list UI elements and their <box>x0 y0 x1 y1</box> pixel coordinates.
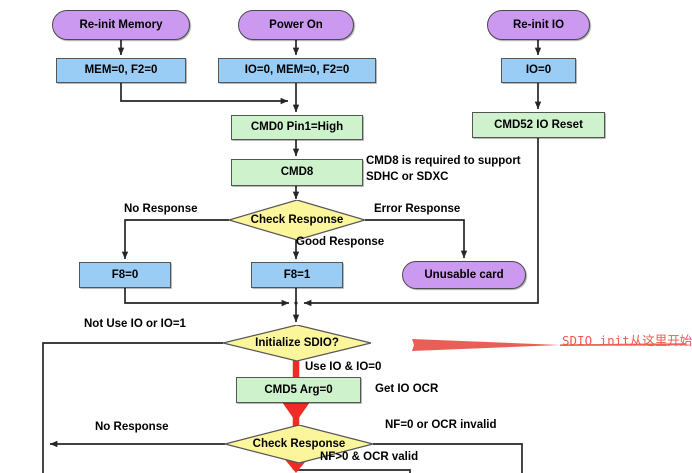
merge-junction <box>294 301 298 305</box>
node-cmd8[interactable]: CMD8 <box>231 159 363 186</box>
node-label: Re-init IO <box>512 18 565 31</box>
diamond-shape <box>225 425 373 463</box>
diamond-shape <box>223 325 371 361</box>
node-label: Power On <box>269 18 323 31</box>
node-label: CMD0 Pin1=High <box>250 121 344 134</box>
edge-label-get-io-ocr: Get IO OCR <box>375 383 439 395</box>
annotation-sdio-init: SDIO init从这里开始 <box>562 333 692 348</box>
connector-group <box>42 40 542 473</box>
node-label: Check Response <box>252 437 346 450</box>
node-unusable-card[interactable]: Unusable card <box>402 261 526 289</box>
node-reinit-memory[interactable]: Re-init Memory <box>52 10 190 40</box>
edge-label-no-response-2: No Response <box>95 421 169 433</box>
node-label: CMD52 IO Reset <box>494 118 583 131</box>
node-check-response-1[interactable]: Check Response <box>229 200 365 240</box>
node-cmd5-arg-zero[interactable]: CMD5 Arg=0 <box>236 377 361 403</box>
node-label: CMD5 Arg=0 <box>264 383 333 396</box>
edge-label-use-io-io-zero: Use IO & IO=0 <box>305 361 382 373</box>
node-power-on[interactable]: Power On <box>238 10 354 40</box>
node-f8-one[interactable]: F8=1 <box>251 262 343 288</box>
node-io-mem-f2-zero[interactable]: IO=0, MEM=0, F2=0 <box>218 58 376 83</box>
red-annotation-arrow <box>412 339 686 351</box>
node-label: Initialize SDIO? <box>255 336 339 349</box>
node-label: IO=0 <box>525 64 552 77</box>
diamond-shape <box>229 200 365 240</box>
node-io-zero[interactable]: IO=0 <box>501 58 576 83</box>
node-label: MEM=0, F2=0 <box>84 64 158 77</box>
node-reinit-io[interactable]: Re-init IO <box>487 10 590 40</box>
edge-label-nf-gt-zero-valid: NF>0 & OCR valid <box>320 451 419 463</box>
node-f8-zero[interactable]: F8=0 <box>79 262 171 288</box>
edge-label-good-response: Good Response <box>296 236 385 248</box>
node-check-response-2[interactable]: Check Response <box>225 425 373 463</box>
node-cmd0-pin1-high[interactable]: CMD0 Pin1=High <box>231 115 363 140</box>
node-label: Re-init Memory <box>79 18 163 31</box>
node-label: Check Response <box>250 213 344 226</box>
node-label: IO=0, MEM=0, F2=0 <box>244 64 350 77</box>
node-label: F8=1 <box>283 268 311 281</box>
note-cmd8-requirement: CMD8 is required to support SDHC or SDXC <box>366 155 521 183</box>
node-mem-f2-zero[interactable]: MEM=0, F2=0 <box>56 58 186 83</box>
node-cmd52-io-reset[interactable]: CMD52 IO Reset <box>472 112 605 138</box>
edge-label-no-response-1: No Response <box>124 203 198 215</box>
node-label: CMD8 <box>280 166 314 179</box>
node-label: F8=0 <box>111 268 139 281</box>
edge-label-not-use-io: Not Use IO or IO=1 <box>84 318 186 330</box>
edge-label-nf-zero-invalid: NF=0 or OCR invalid <box>385 419 497 431</box>
node-initialize-sdio[interactable]: Initialize SDIO? <box>223 325 371 361</box>
node-label: Unusable card <box>424 268 504 281</box>
edge-label-error-response: Error Response <box>374 203 461 215</box>
